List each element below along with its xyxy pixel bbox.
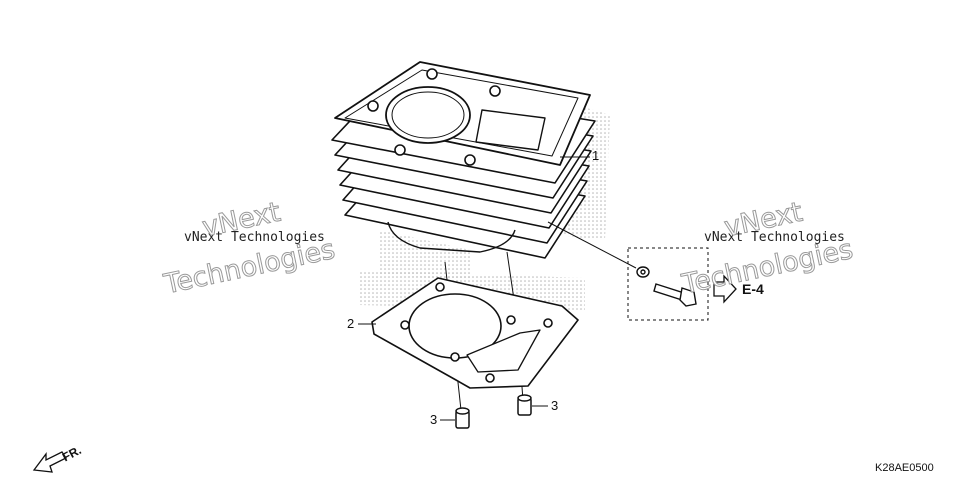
- gasket-hole: [506, 315, 516, 325]
- reference-label: E-4: [742, 281, 764, 297]
- leader-lines: [358, 156, 590, 421]
- gasket-hole: [450, 352, 460, 362]
- callout-cylinder: 1: [592, 148, 600, 163]
- reference-arrow-icon: [713, 274, 737, 304]
- stud-hole: [426, 68, 438, 80]
- callout-gasket: 2: [347, 316, 355, 331]
- watermark-text-left: vNext Technologies: [184, 230, 325, 245]
- bolt-shank: [653, 283, 685, 301]
- cylinder-gasket: [371, 277, 579, 389]
- gasket-hole: [400, 320, 410, 330]
- cylinder-bore: [385, 86, 471, 144]
- gasket-hole: [435, 282, 445, 292]
- cylinder-skirt: [387, 221, 516, 253]
- front-arrow-icon: [32, 451, 67, 473]
- cylinder-block: [331, 61, 596, 259]
- gasket-hole: [543, 318, 553, 328]
- stud-hole: [464, 154, 476, 166]
- bolt-detail: [627, 247, 737, 321]
- callout-dowel-left: 3: [430, 412, 438, 427]
- stud-hole: [367, 100, 379, 112]
- stud-hole: [394, 144, 406, 156]
- dowel-pin-right: [517, 394, 532, 416]
- callout-dowel-right: 3: [551, 398, 559, 413]
- dowel-pins: [455, 394, 532, 429]
- bolt-head: [679, 287, 697, 307]
- cam-chain-tunnel: [475, 109, 546, 151]
- dowel-pin-left: [455, 407, 470, 429]
- stud-hole: [489, 85, 501, 97]
- watermark-text-right: vNext Technologies: [704, 230, 845, 245]
- diagram-code: K28AE0500: [875, 462, 934, 474]
- gasket-hole: [485, 373, 495, 383]
- gasket-chain-window: [466, 329, 541, 373]
